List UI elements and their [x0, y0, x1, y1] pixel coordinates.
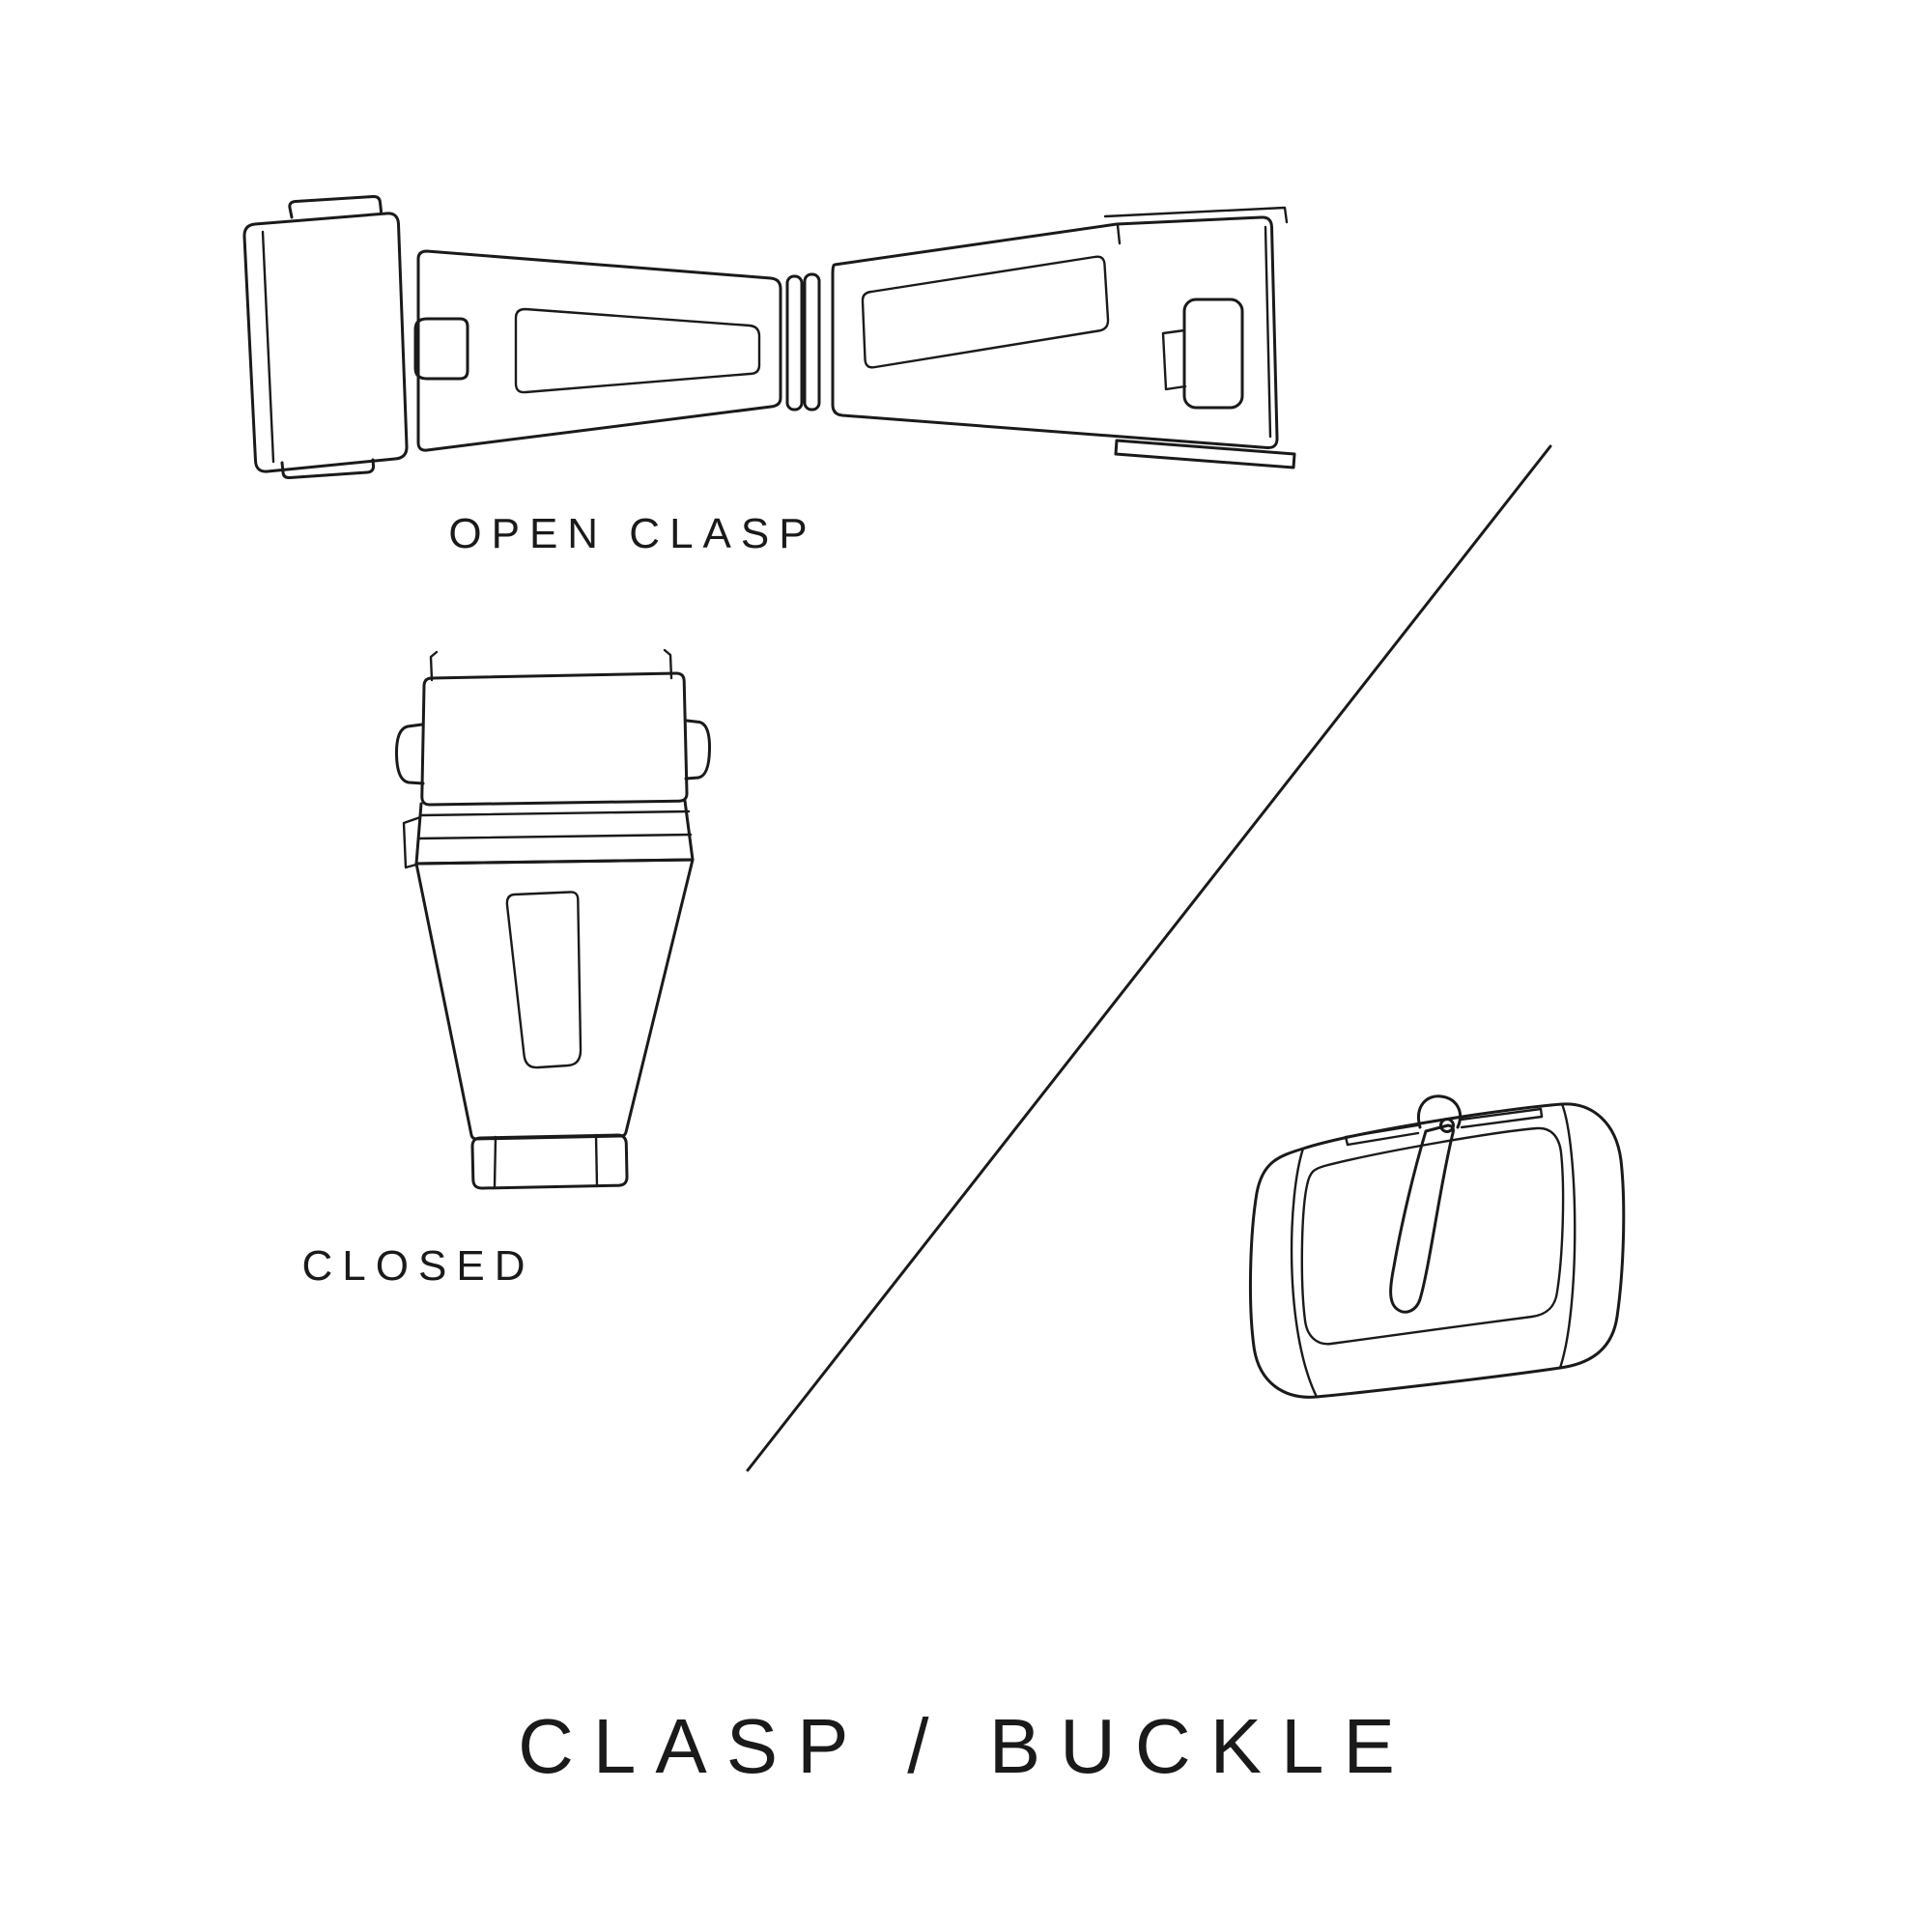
- buckle-pin: [1389, 1094, 1463, 1314]
- clasp-left-arm: [413, 249, 782, 452]
- closed-label: CLOSED: [301, 1242, 535, 1290]
- clasp-left-link: [242, 194, 409, 480]
- open-clasp-illustration: [242, 194, 1296, 480]
- clasp-center-hinge: [785, 272, 821, 412]
- diagonal-divider-line: [746, 444, 1552, 1472]
- closed-clasp-illustration: [394, 648, 712, 1190]
- buckle-spring-bar: [1344, 1107, 1544, 1147]
- clasp-right-arm: [831, 206, 1296, 469]
- open-clasp-label: OPEN CLASP: [448, 510, 817, 557]
- pin-buckle-illustration: [1248, 1094, 1626, 1399]
- closed-clasp-top-box: [394, 671, 712, 807]
- closed-clasp-hinge-band: [402, 799, 695, 869]
- closed-clasp-prongs: [429, 648, 673, 682]
- closed-clasp-foot: [470, 1133, 629, 1190]
- closed-clasp-body: [414, 858, 695, 1141]
- diagram-title: CLASP / BUCKLE: [518, 1703, 1414, 1789]
- buckle-frame: [1248, 1102, 1626, 1399]
